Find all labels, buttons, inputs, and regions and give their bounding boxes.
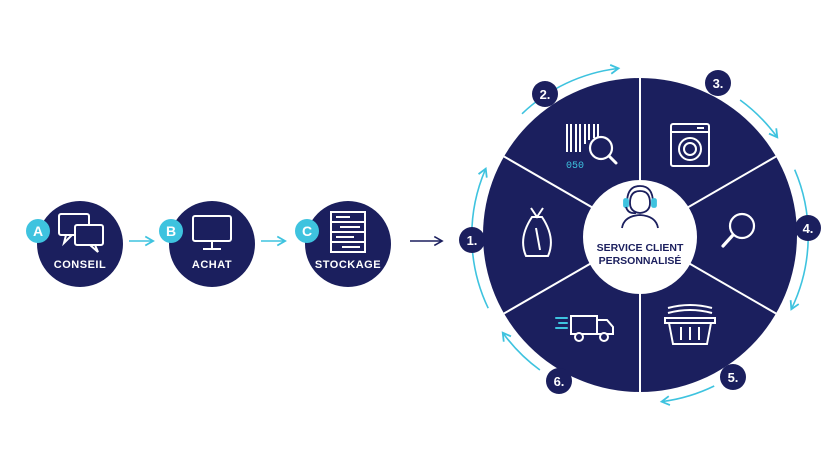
center-hub: SERVICE CLIENT PERSONNALISÉ bbox=[583, 180, 697, 294]
svg-text:4.: 4. bbox=[803, 221, 814, 236]
washing-machine-icon bbox=[670, 123, 710, 167]
step-achat: ACHAT B bbox=[159, 201, 255, 287]
badge-letter-c: C bbox=[302, 223, 312, 239]
step-stockage: STOCKAGE C bbox=[295, 201, 391, 287]
step-label-conseil: CONSEIL bbox=[54, 259, 106, 271]
svg-text:5.: 5. bbox=[728, 370, 739, 385]
number-badge-3: 3. bbox=[705, 70, 731, 96]
number-badge-5: 5. bbox=[720, 364, 746, 390]
bag-icon bbox=[522, 207, 552, 257]
customer-service-agent-icon bbox=[621, 185, 659, 229]
step-conseil: CONSEIL A bbox=[26, 201, 123, 287]
svg-text:6.: 6. bbox=[554, 374, 565, 389]
number-badge-4: 4. bbox=[795, 215, 821, 241]
badge-a bbox=[26, 219, 50, 243]
delivery-truck-icon bbox=[555, 315, 614, 342]
badge-b bbox=[159, 219, 183, 243]
barcode-search-icon: 050 bbox=[566, 124, 618, 172]
ring-arc-5 bbox=[659, 385, 715, 406]
center-label-line2: PERSONNALISÉ bbox=[599, 254, 682, 267]
monitor-icon bbox=[192, 215, 232, 250]
badge-c bbox=[295, 219, 319, 243]
ring-arc-3 bbox=[739, 99, 779, 139]
shelf-icon bbox=[330, 211, 366, 253]
barcode-number: 050 bbox=[566, 161, 584, 172]
center-label-line1: SERVICE CLIENT bbox=[597, 242, 684, 254]
number-badge-2: 2. bbox=[532, 81, 558, 107]
badge-letter-a: A bbox=[33, 223, 43, 239]
chat-bubbles-icon bbox=[58, 213, 104, 253]
svg-text:1.: 1. bbox=[467, 233, 478, 248]
svg-text:2.: 2. bbox=[540, 87, 551, 102]
badge-letter-b: B bbox=[166, 223, 176, 239]
step-label-achat: ACHAT bbox=[192, 259, 232, 271]
step-label-stockage: STOCKAGE bbox=[315, 259, 381, 271]
ring-arc-2 bbox=[521, 64, 621, 115]
service-wheel: 1. 2. 3. 4. 5. 6. bbox=[459, 64, 821, 406]
magnifier-icon bbox=[721, 212, 756, 248]
number-badge-6: 6. bbox=[546, 368, 572, 394]
ring-arc-6 bbox=[501, 331, 541, 371]
laundry-basket-icon bbox=[664, 304, 716, 345]
svg-text:3.: 3. bbox=[713, 76, 724, 91]
number-badge-1: 1. bbox=[459, 227, 485, 253]
